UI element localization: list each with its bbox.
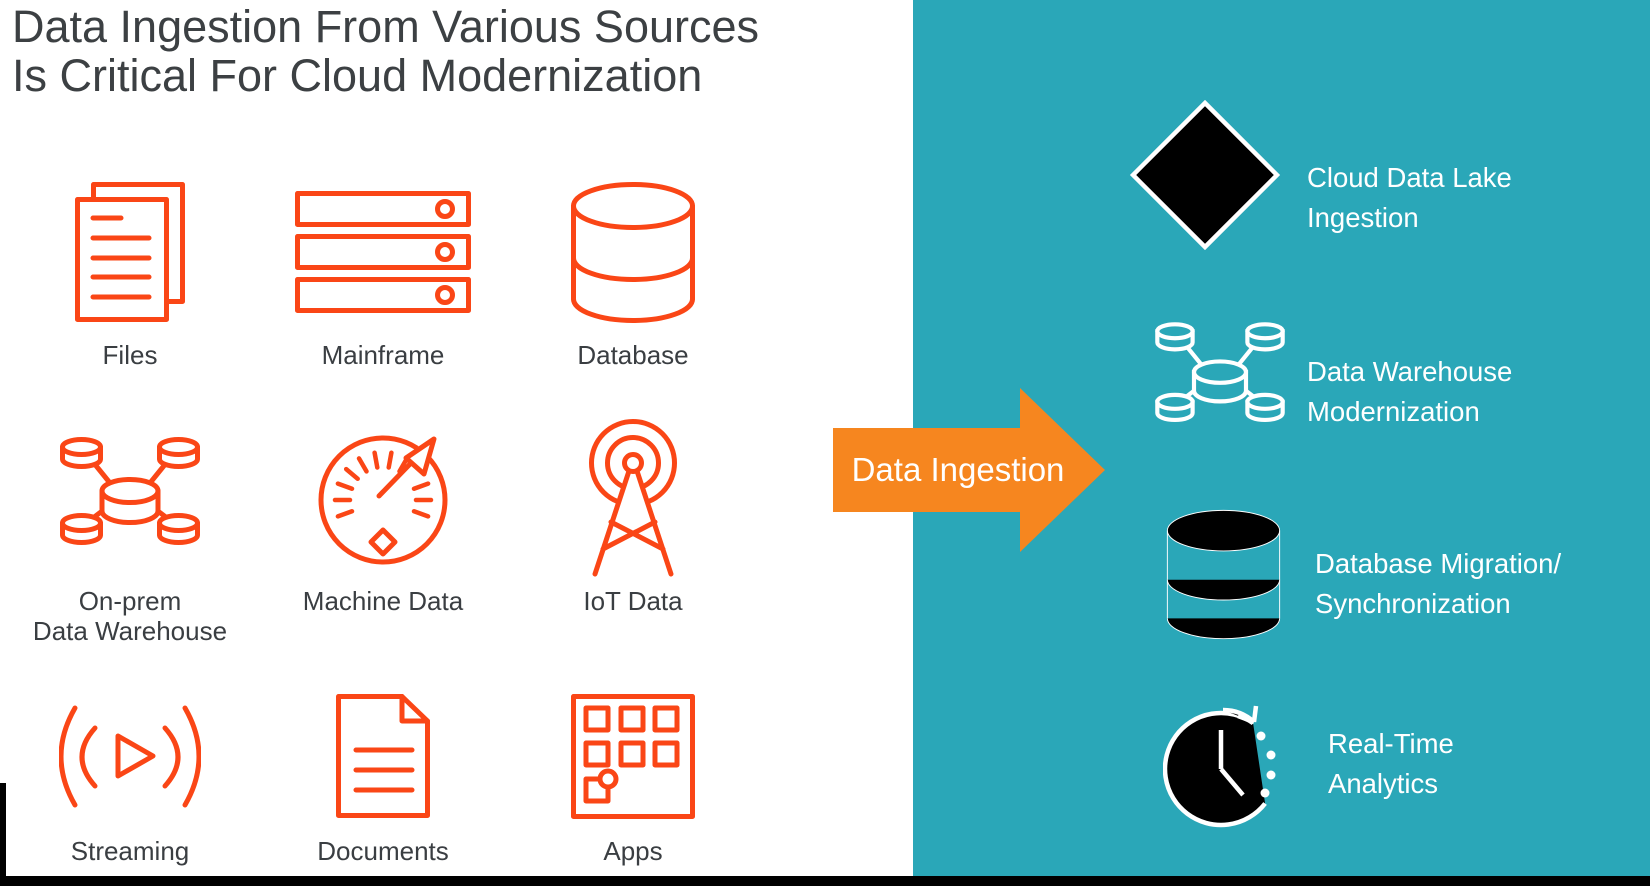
files-icon xyxy=(5,178,255,326)
apps-grid-icon xyxy=(508,692,758,820)
source-streaming: Streaming xyxy=(5,692,255,866)
document-page-icon xyxy=(258,692,508,820)
source-documents: Documents xyxy=(258,692,508,866)
source-on-prem-data-warehouse: On-prem Data Warehouse xyxy=(5,420,255,646)
destination-label: Database Migration/ Synchronization xyxy=(1315,548,1562,619)
iot-radio-tower-icon xyxy=(508,419,758,577)
real-time-analytics-clock-icon xyxy=(1163,700,1298,838)
source-database: Database xyxy=(508,178,758,370)
source-label: Streaming xyxy=(70,836,190,866)
arrow-label: Data Ingestion xyxy=(851,451,1065,488)
source-label: On-prem Data Warehouse xyxy=(32,586,228,646)
data-warehouse-modernization-icon xyxy=(1152,316,1288,442)
page-title-line2: Is Critical For Cloud Modernization xyxy=(12,50,703,101)
destination-label: Cloud Data Lake Ingestion xyxy=(1307,162,1512,233)
data-ingestion-arrow xyxy=(833,388,1105,552)
source-files: Files xyxy=(5,178,255,370)
source-label: Documents xyxy=(317,836,449,866)
destination-label: Data Warehouse Modernization xyxy=(1307,356,1513,427)
database-migration-icon xyxy=(1164,506,1282,644)
destination-label: Real-Time Analytics xyxy=(1328,728,1454,799)
page-title: Data Ingestion From Various Sources Is C… xyxy=(12,2,759,100)
streaming-play-icon xyxy=(5,692,255,820)
database-icon xyxy=(508,178,758,326)
machine-data-gauge-icon xyxy=(258,420,508,576)
source-label: Apps xyxy=(603,836,663,866)
mainframe-icon xyxy=(258,178,508,326)
bottom-bar xyxy=(0,876,1650,886)
source-machine-data: Machine Data xyxy=(258,420,508,616)
on-prem-data-warehouse-icon xyxy=(5,420,255,576)
source-label: Database xyxy=(577,340,689,370)
source-mainframe: Mainframe xyxy=(258,178,508,370)
source-apps: Apps xyxy=(508,692,758,866)
source-label: Mainframe xyxy=(321,340,445,370)
left-edge-bar xyxy=(0,783,6,886)
source-iot-data: IoT Data xyxy=(508,419,758,616)
page-title-line1: Data Ingestion From Various Sources xyxy=(12,1,760,52)
source-label: Files xyxy=(102,340,158,370)
source-label: Machine Data xyxy=(302,586,464,616)
cloud-data-lake-icon xyxy=(1130,100,1280,250)
source-label: IoT Data xyxy=(583,586,683,616)
